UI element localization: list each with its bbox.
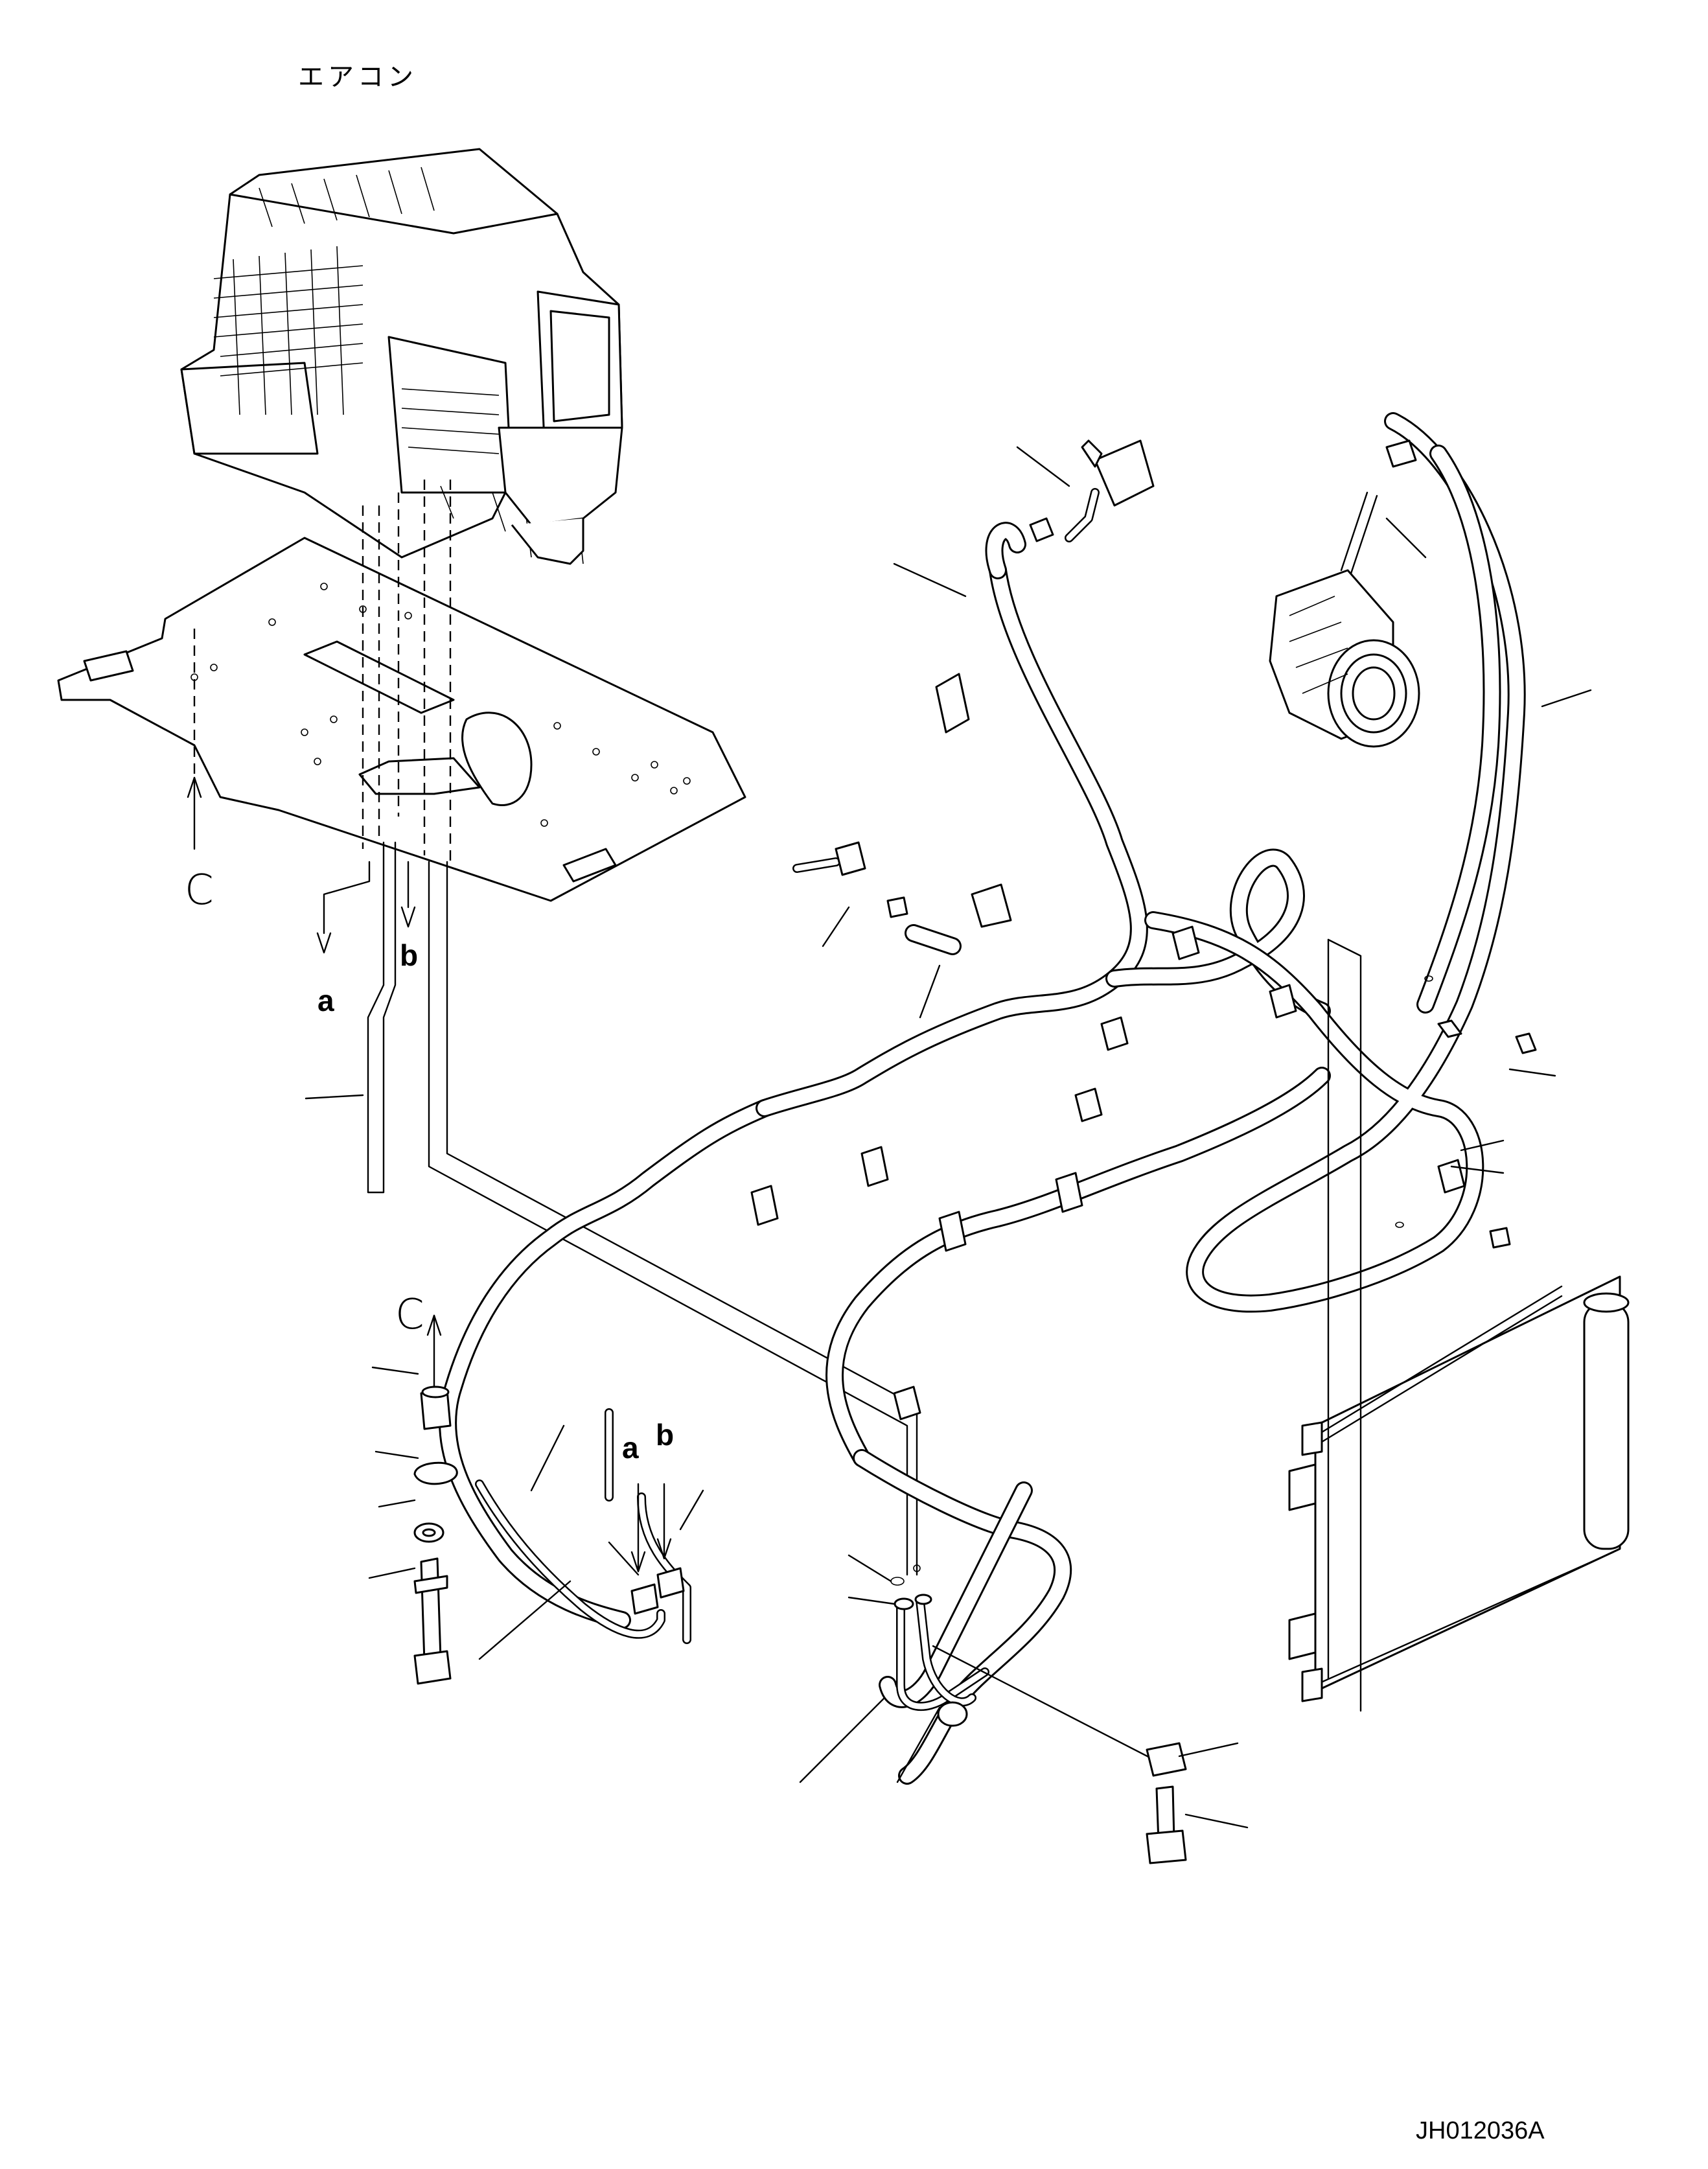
view-c-label-top: C <box>185 866 214 914</box>
diagram-title: エアコン <box>298 62 417 92</box>
air-conditioner-unit <box>180 148 623 565</box>
drawing-code: JH012036A <box>1416 2117 1545 2144</box>
clamp-bolt-stack: C <box>395 1291 458 1685</box>
leader-lines <box>305 446 1592 1829</box>
floor-plate <box>57 537 746 902</box>
view-c-label-bottom: C <box>395 1291 424 1339</box>
u-tubes <box>475 1408 691 1644</box>
connection-label-a-top: a <box>317 984 334 1017</box>
bracket-and-bolt <box>932 1645 1187 1864</box>
connection-label-b-top: b <box>400 938 418 972</box>
unit-connection-lines <box>193 480 452 862</box>
condenser <box>1288 938 1630 1712</box>
upper-fittings <box>792 439 1537 1249</box>
compressor <box>1269 439 1420 748</box>
hose-clamps <box>750 673 1297 1421</box>
view-c-arrow-top: C <box>185 776 214 914</box>
hose-end-fittings <box>890 1564 989 1727</box>
connection-label-b-bottom: b <box>656 1418 674 1452</box>
connection-label-a-bottom: a <box>622 1431 639 1465</box>
